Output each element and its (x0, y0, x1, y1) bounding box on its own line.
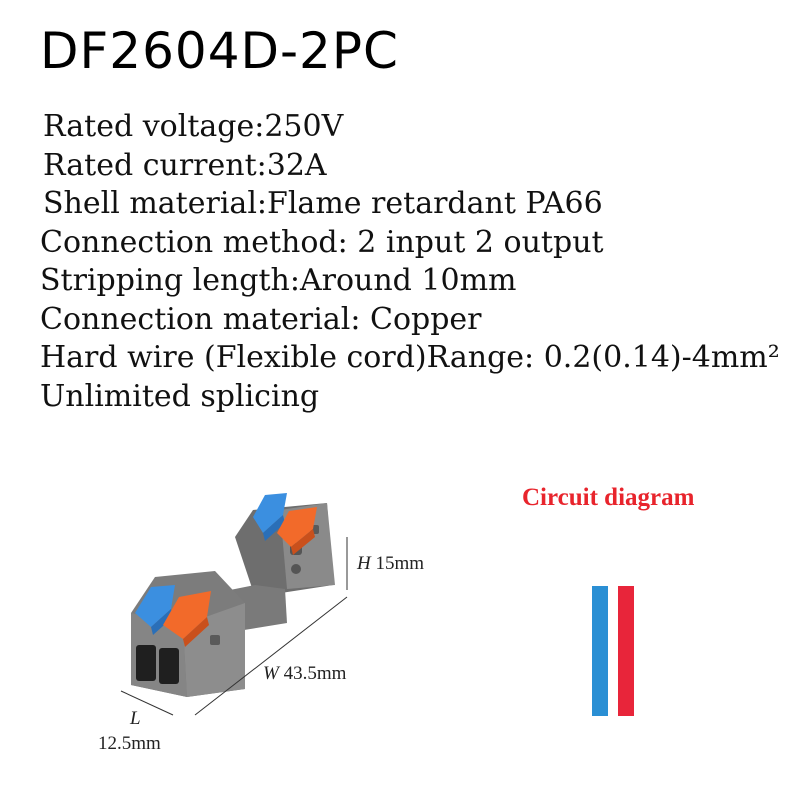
front-orange-lever (163, 591, 211, 647)
length-dimension-value: 12.5mm (98, 733, 161, 754)
spec-rated-current: Rated current:32A (43, 147, 327, 183)
height-dimension-label: H 15mm (357, 553, 425, 574)
connector-illustration (120, 493, 348, 716)
spec-list: Rated voltage:250V Rated current:32A She… (40, 108, 780, 416)
spec-splicing: Unlimited splicing (40, 378, 320, 414)
circuit-red-wire (618, 586, 634, 716)
spec-shell-material: Shell material:Flame retardant PA66 (43, 186, 603, 221)
spec-connection-material: Connection material: Copper (40, 301, 482, 337)
rear-connector-block (235, 503, 335, 597)
wire-hole-left (136, 645, 156, 681)
spec-wire-range: Hard wire (Flexible cord)Range: 0.2(0.14… (40, 340, 780, 375)
product-title: DF2604D-2PC (40, 22, 399, 80)
spec-connection-method: Connection method: 2 input 2 output (40, 224, 604, 260)
rear-blue-lever (253, 493, 287, 541)
length-dimension-line (120, 690, 174, 716)
width-dimension-line (194, 596, 348, 716)
circuit-blue-wire (592, 586, 608, 716)
wire-hole-right (159, 648, 179, 684)
rear-orange-lever (277, 507, 317, 555)
circuit-diagram-title: Circuit diagram (522, 484, 695, 511)
front-blue-lever (135, 585, 175, 635)
spec-rated-voltage: Rated voltage:250V (43, 109, 344, 144)
spec-stripping-length: Stripping length:Around 10mm (40, 263, 517, 298)
length-dimension-letter: L (130, 708, 141, 729)
width-dimension-label: W 43.5mm (263, 663, 347, 684)
